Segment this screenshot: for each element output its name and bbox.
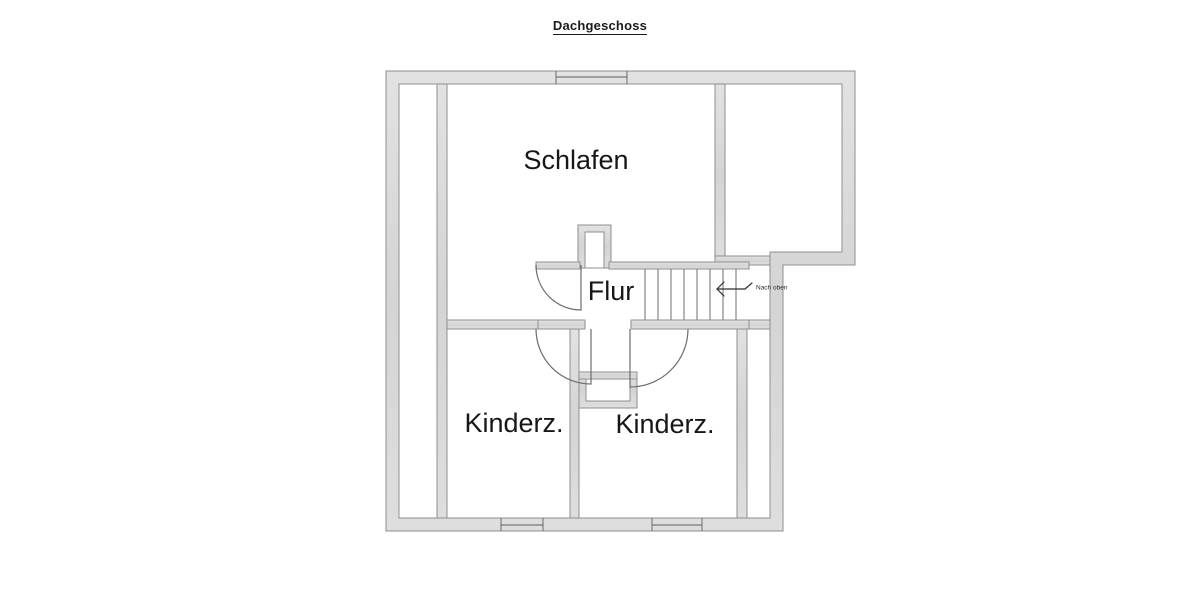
- room-label-schlafen: Schlafen: [523, 145, 628, 175]
- room-label-kinderzimmer-left: Kinderz.: [464, 408, 563, 438]
- niche-top-rail: [578, 371, 638, 380]
- chimney-shaft: [577, 224, 612, 269]
- page-title: Dachgeschoss: [0, 18, 1200, 35]
- wall-stair-bottom: [630, 319, 750, 330]
- wall-schlafen-bottom-left: [446, 319, 539, 330]
- door-swings: [535, 264, 689, 388]
- room-label-kinderzimmer-right: Kinderz.: [615, 409, 714, 439]
- door-arc-kinderz-left: [535, 328, 592, 385]
- stair-direction-label: Nach oben: [756, 285, 788, 292]
- wall-structure: [385, 70, 856, 532]
- door-arc-schlafen: [535, 264, 582, 311]
- stair-direction-arrow: [716, 281, 753, 297]
- right-cavity-partition: [736, 319, 748, 519]
- wall-schlafen-right: [714, 83, 726, 266]
- wall-schlafen-bottom-left-stub: [537, 319, 586, 330]
- room-label-flur: Flur: [588, 276, 635, 306]
- wall-stair-top: [608, 261, 750, 270]
- page-title-text: Dachgeschoss: [552, 18, 648, 35]
- left-cavity-partition: [436, 83, 448, 519]
- wall-between-kinderzimmer: [569, 328, 580, 519]
- wall-flur-top-left: [535, 261, 581, 270]
- window-openings: [500, 71, 703, 531]
- door-arc-kinderz-right: [629, 328, 689, 388]
- outer-wall-envelope: [385, 70, 856, 532]
